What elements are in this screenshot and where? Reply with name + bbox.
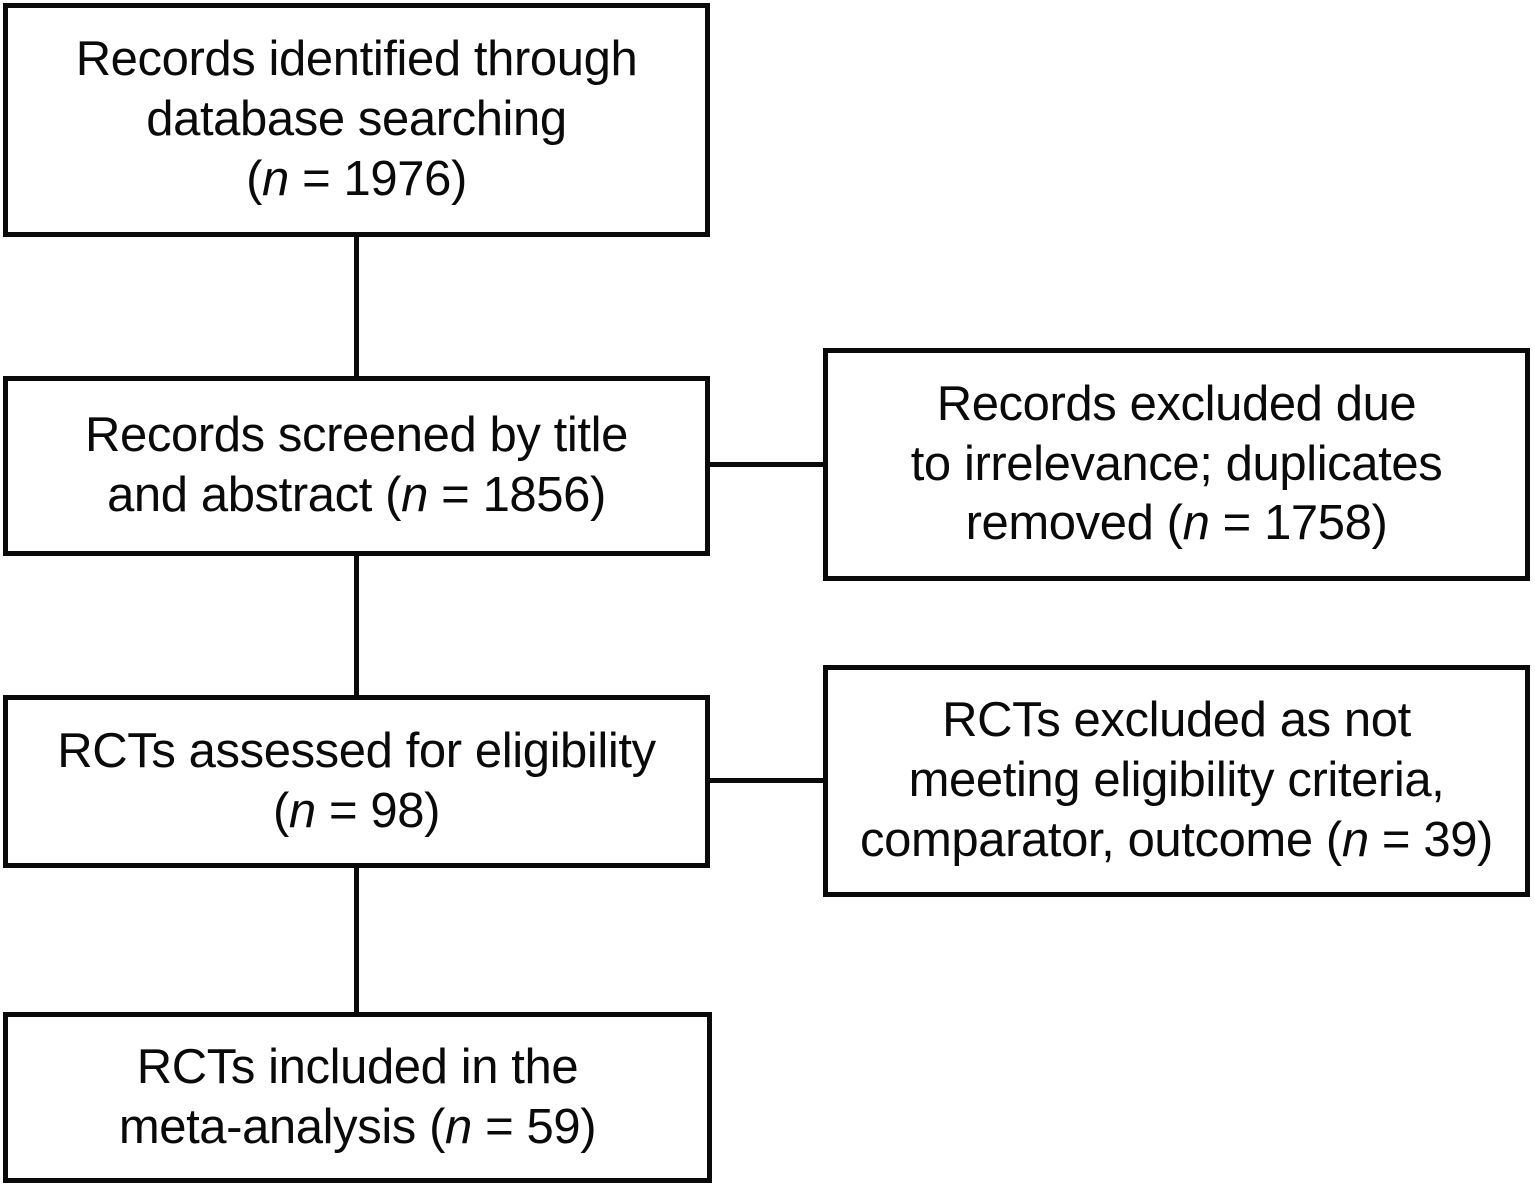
connector-eligibility-to-excluded-rcts	[708, 778, 825, 783]
sample-size-symbol: n	[1341, 812, 1369, 867]
connector-identified-to-screened	[354, 236, 359, 378]
node-rcts-excluded: RCTs excluded as not meeting eligibility…	[823, 665, 1530, 897]
node-rcts-included-label: RCTs included in the meta-analysis (n = …	[118, 1039, 597, 1154]
sample-size-symbol: n	[288, 783, 316, 838]
connector-screened-to-eligibility	[354, 554, 359, 697]
node-records-screened-label: Records screened by title and abstract (…	[85, 408, 628, 522]
node-records-identified-label: Records identified through database sear…	[75, 32, 638, 206]
connector-eligibility-to-included	[354, 866, 359, 1014]
node-rcts-excluded-label: RCTs excluded as not meeting eligibility…	[860, 693, 1493, 867]
sample-size-symbol: n	[262, 151, 289, 206]
node-rcts-included: RCTs included in the meta-analysis (n = …	[3, 1012, 712, 1183]
node-records-excluded-label: Records excluded due to irrelevance; dup…	[910, 376, 1443, 551]
node-records-identified: Records identified through database sear…	[3, 3, 710, 237]
sample-size-symbol: n	[445, 1099, 472, 1154]
sample-size-symbol: n	[401, 468, 428, 522]
connector-screened-to-excluded-records	[708, 462, 825, 467]
node-records-excluded: Records excluded due to irrelevance; dup…	[823, 348, 1530, 581]
node-rcts-assessed-eligibility-label: RCTs assessed for eligibility (n = 98)	[57, 723, 656, 838]
node-records-screened: Records screened by title and abstract (…	[3, 376, 710, 556]
sample-size-symbol: n	[1182, 496, 1210, 551]
node-rcts-assessed-eligibility: RCTs assessed for eligibility (n = 98)	[3, 695, 710, 868]
